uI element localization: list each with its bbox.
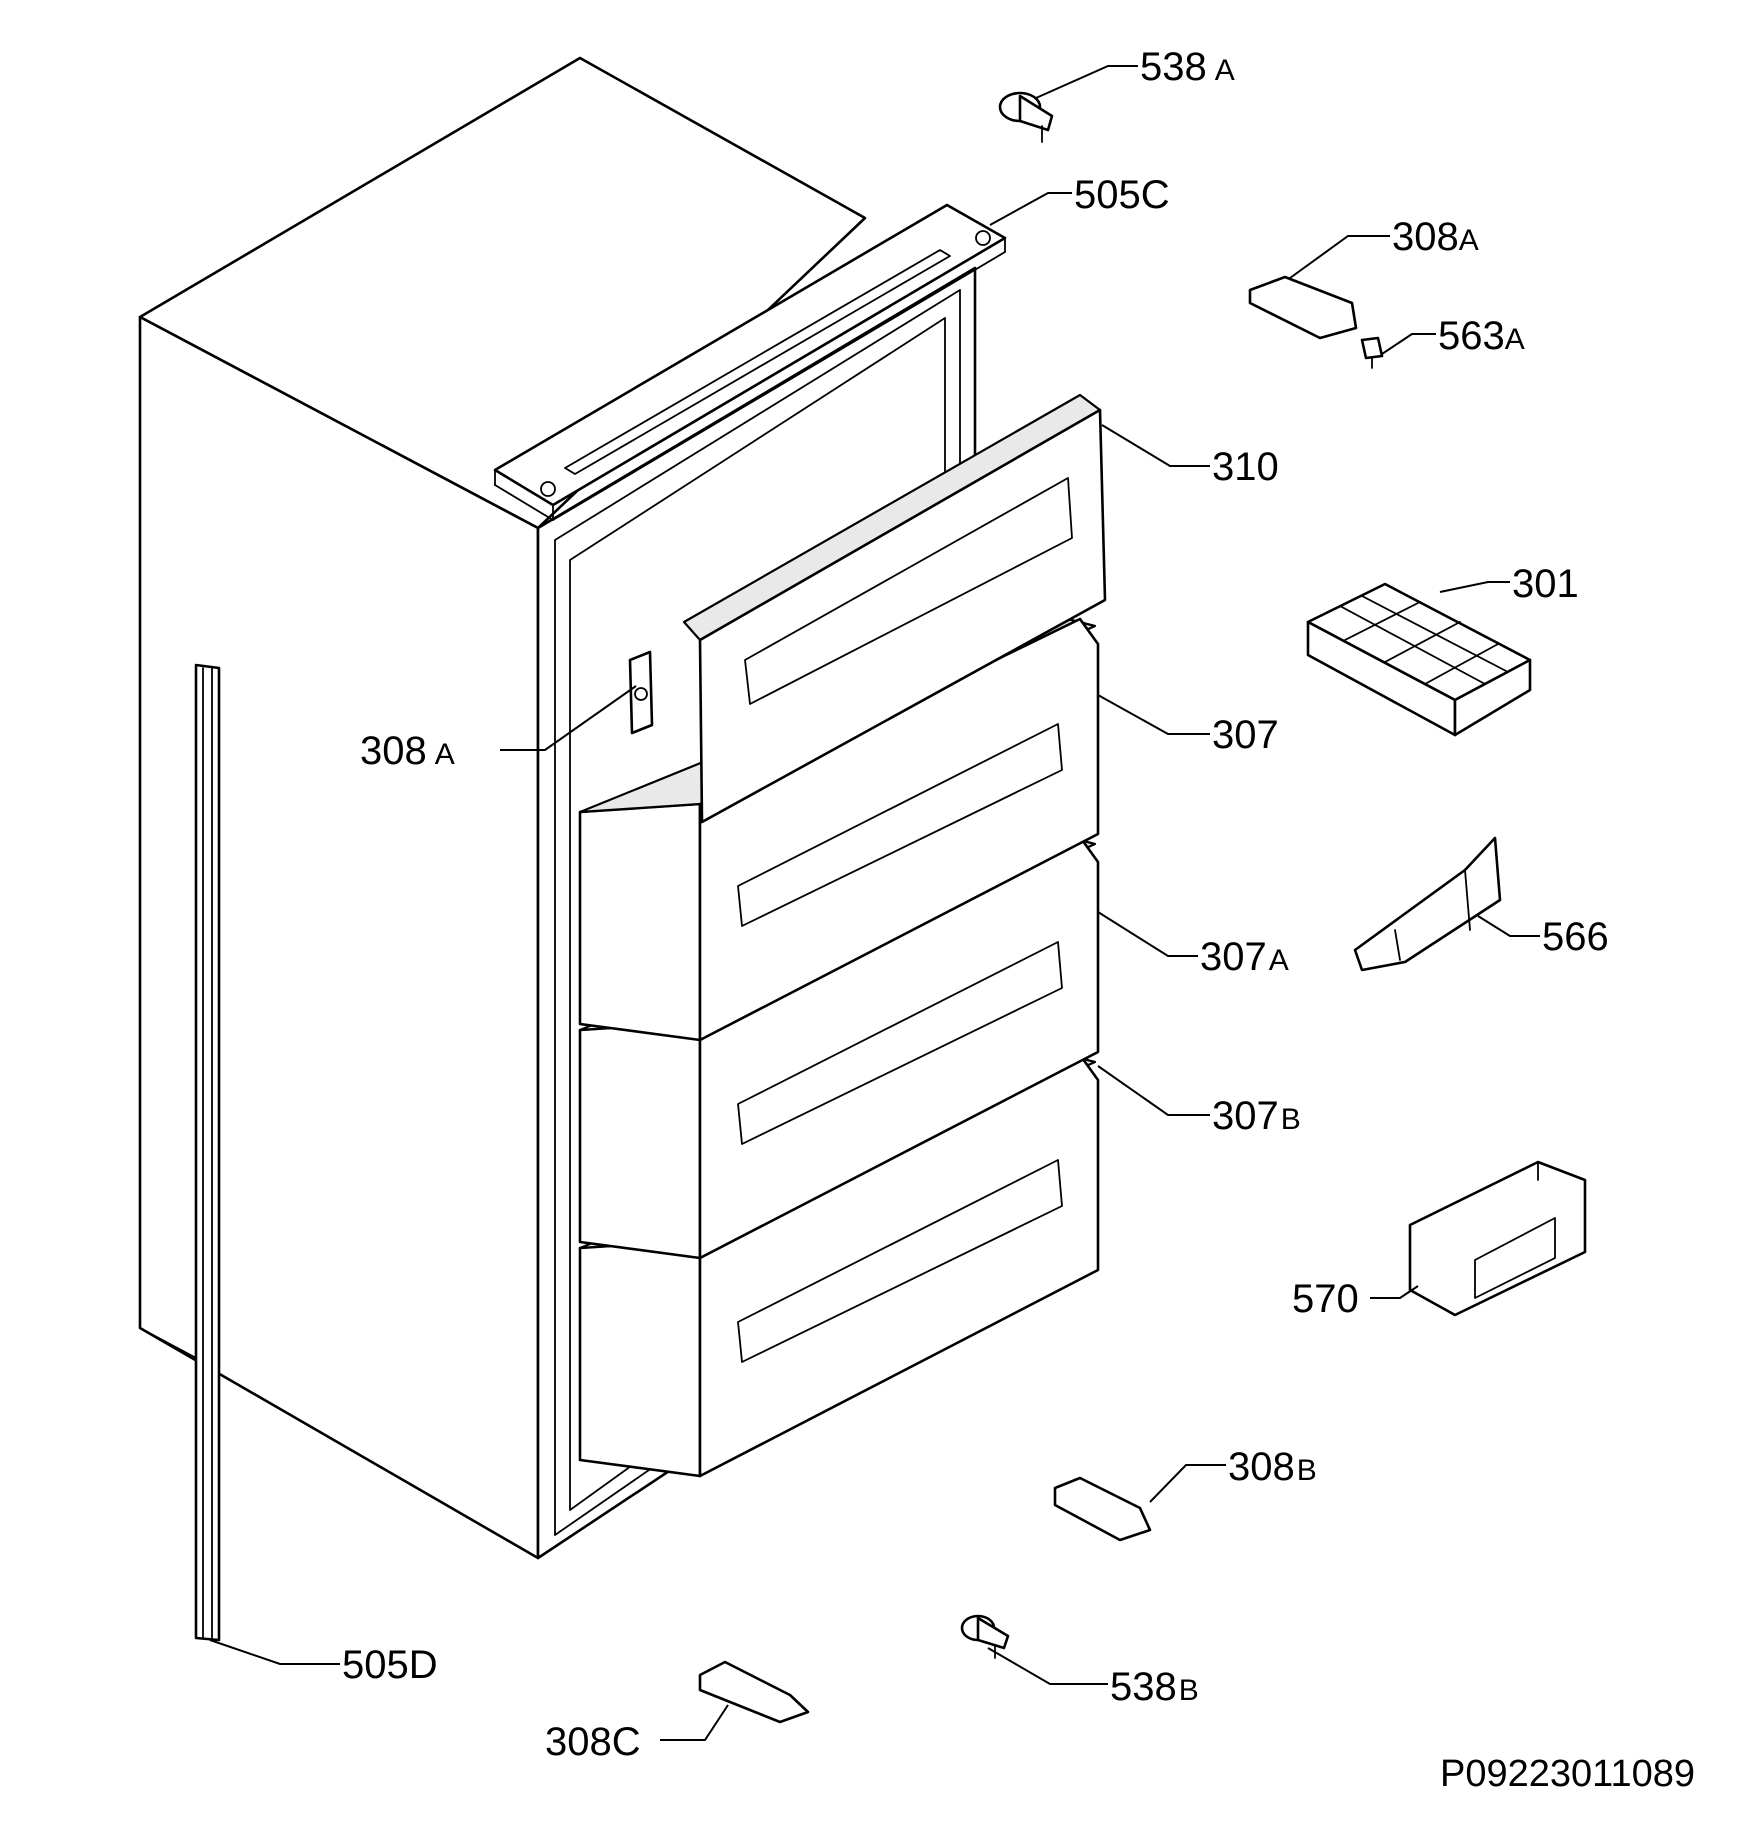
flap-310 xyxy=(682,393,1107,824)
leader-lines xyxy=(209,65,1540,1741)
label-563a: 563A xyxy=(1438,314,1525,358)
drawing-code: P09223011089 xyxy=(1440,1753,1695,1795)
label-505c: 505C xyxy=(1074,173,1170,217)
label-308b: 308B xyxy=(1228,1445,1317,1489)
hinge-308c xyxy=(698,1660,810,1724)
label-307b: 307B xyxy=(1212,1094,1301,1138)
label-307: 307 xyxy=(1212,713,1279,757)
hinge-308a-top xyxy=(1248,275,1358,340)
hinge-bracket-308a-left xyxy=(628,650,654,735)
ice-scraper-566 xyxy=(1353,836,1502,972)
pin-538a xyxy=(998,91,1054,143)
label-308c: 308C xyxy=(545,1720,641,1764)
label-310: 310 xyxy=(1212,445,1279,489)
label-566: 566 xyxy=(1542,915,1609,959)
storage-box-570 xyxy=(1408,1160,1587,1317)
pin-538b xyxy=(960,1614,1010,1659)
ice-tray-301 xyxy=(1306,582,1532,737)
label-570: 570 xyxy=(1292,1277,1359,1321)
top-hinge-rail xyxy=(493,203,1007,521)
label-538b: 538B xyxy=(1110,1665,1199,1709)
door-seal-strip xyxy=(194,663,221,1642)
hinge-308b xyxy=(1053,1476,1152,1542)
label-301: 301 xyxy=(1512,562,1579,606)
label-307a: 307A xyxy=(1200,935,1289,979)
screw-563a xyxy=(1360,336,1384,369)
label-505d: 505D xyxy=(342,1643,438,1687)
label-308a-top: 308A xyxy=(1392,215,1479,259)
